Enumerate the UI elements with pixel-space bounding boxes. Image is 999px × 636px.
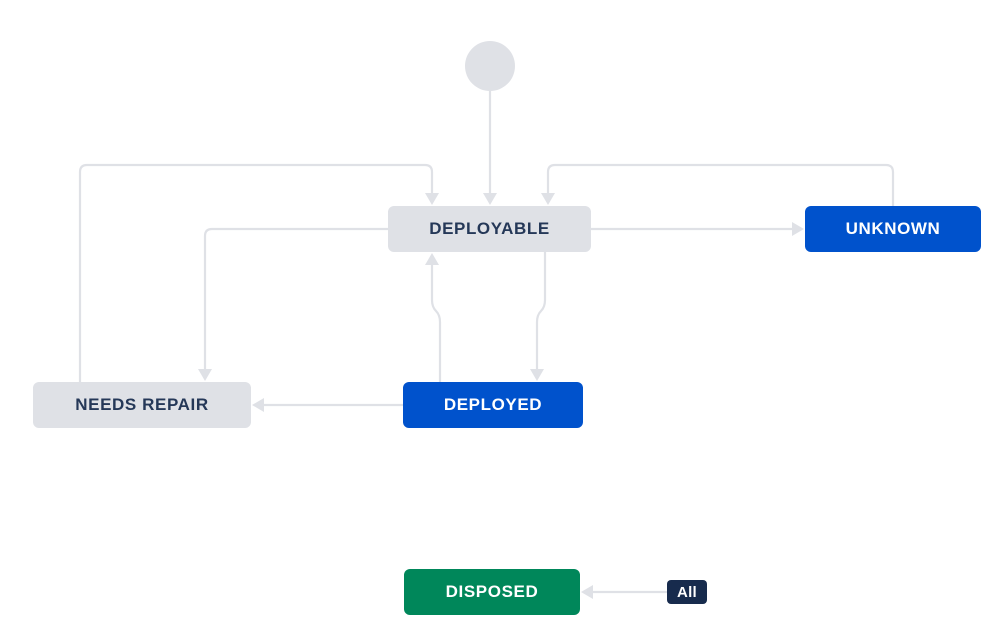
state-node-unknown[interactable]: UNKNOWN <box>805 206 981 252</box>
state-node-deployed[interactable]: DEPLOYED <box>403 382 583 428</box>
state-node-label: DEPLOYABLE <box>429 219 550 238</box>
state-node-label: DISPOSED <box>445 582 539 601</box>
state-node-needs-repair[interactable]: NEEDS REPAIR <box>33 382 251 428</box>
transition-badge-label: All <box>676 583 698 601</box>
state-node-label: NEEDS REPAIR <box>75 395 209 414</box>
arrowhead-deployable-to-needs-repair <box>198 369 212 381</box>
edge-deployed-to-deployable <box>430 265 442 382</box>
arrowhead-deployable-to-deployed <box>530 369 544 381</box>
edge-deployable-to-needs-repair <box>203 227 388 369</box>
state-node-label: DEPLOYED <box>443 395 543 414</box>
edge-needs-repair-to-deployable <box>78 163 434 382</box>
arrowhead-deployed-to-needs-repair <box>252 398 264 412</box>
state-node-deployable[interactable]: DEPLOYABLE <box>388 206 591 252</box>
arrowhead-unknown-to-deployable <box>541 193 555 205</box>
start-node[interactable] <box>465 41 515 91</box>
arrowhead-needs-repair-to-deployable <box>425 193 439 205</box>
edge-unknown-to-deployable <box>546 163 895 206</box>
state-node-disposed[interactable]: DISPOSED <box>404 569 580 615</box>
state-node-label: UNKNOWN <box>845 219 941 238</box>
edge-deployable-to-deployed <box>535 252 547 369</box>
arrowhead-deployable-to-unknown <box>792 222 804 236</box>
arrowhead-all-to-disposed <box>581 585 593 599</box>
transition-badge-all[interactable]: All <box>667 580 707 604</box>
arrowhead-deployed-to-deployable <box>425 253 439 265</box>
arrowhead-start-to-deployable <box>483 193 497 205</box>
